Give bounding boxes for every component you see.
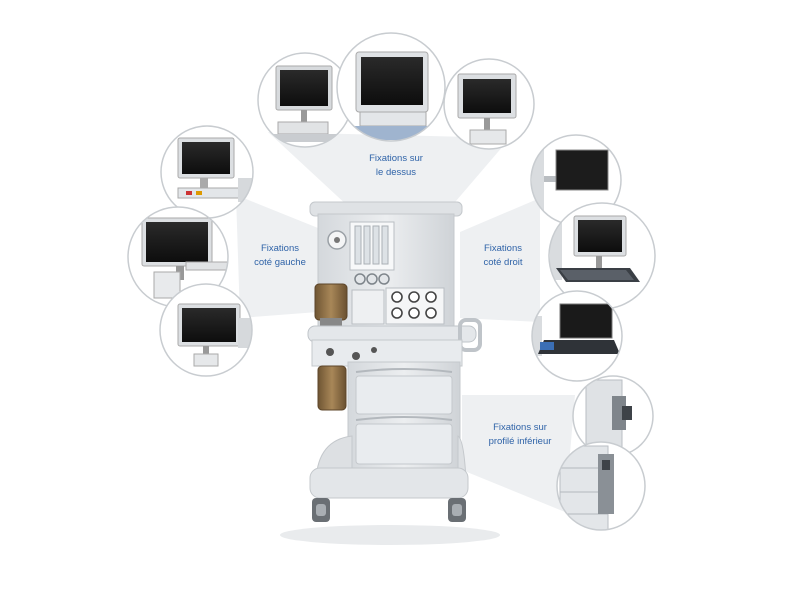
mount-circle-bottom-2 (556, 441, 646, 531)
label-right-mounts: Fixations coté droit (468, 242, 538, 270)
mount-circle-right-3 (531, 290, 623, 382)
beam-top (268, 132, 510, 208)
mount-circle-left-1 (160, 125, 254, 219)
beam-left (236, 195, 318, 318)
label-bottom-mounts: Fixations sur profilé inférieur (478, 421, 562, 449)
mount-circle-left-3 (159, 283, 253, 377)
mount-circle-left-2 (127, 206, 229, 308)
label-top-mounts: Fixations sur le dessus (361, 152, 431, 180)
connector-beams (236, 132, 575, 512)
mount-circle-right-2 (548, 202, 656, 310)
anesthesia-workstation-image (280, 201, 500, 545)
label-top-line-2: le dessus (375, 167, 417, 178)
label-right-line-2: coté droit (483, 257, 523, 268)
mount-circle-top-3 (443, 58, 535, 150)
label-left-mounts: Fixations coté gauche (243, 242, 317, 270)
label-top-line-1: Fixations sur (369, 153, 423, 164)
mount-circle-top-1 (257, 52, 353, 148)
label-left-line-2: coté gauche (254, 257, 306, 268)
beam-bottom (462, 395, 575, 512)
label-bottom-line-1: Fixations sur (493, 422, 547, 433)
mount-circle-top-2 (336, 32, 446, 142)
label-right-line-1: Fixations (483, 243, 522, 254)
label-bottom-line-2: profilé inférieur (488, 436, 552, 447)
beam-right (460, 198, 540, 322)
label-left-line-1: Fixations (260, 243, 299, 254)
